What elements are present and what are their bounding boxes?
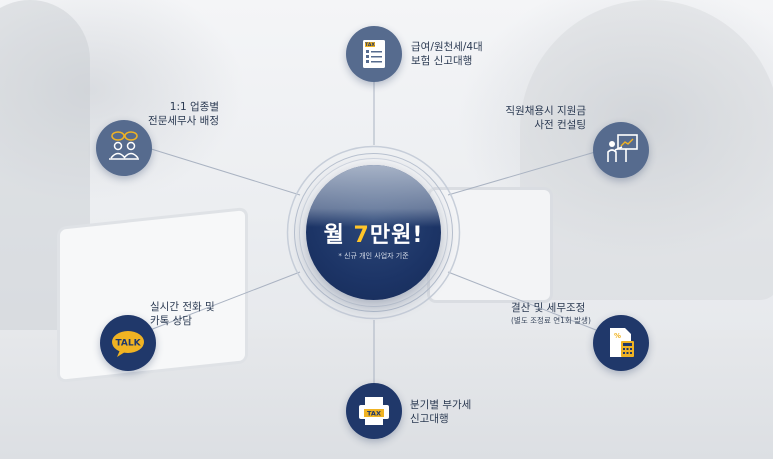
price-badge: 월 7만원! * 신규 개인 사업자 기준 xyxy=(306,165,441,300)
service-subsidy-label: 직원채용시 지원금 사전 컨설팅 xyxy=(498,104,586,132)
talk-text: TALK xyxy=(115,339,141,349)
connector-line-top-right xyxy=(447,149,603,196)
price-number: 7 xyxy=(353,223,370,248)
price-note: * 신규 개인 사업자 기준 xyxy=(338,252,409,260)
service-settlement-line1: 결산 및 세무조정 xyxy=(511,302,586,314)
service-settlement-icon-circle: % xyxy=(593,315,649,371)
calculator-document-icon: % xyxy=(610,328,634,357)
service-settlement-note: (별도 조정료 연1회 발생) xyxy=(511,316,591,325)
service-subsidy-line2: 사전 컨설팅 xyxy=(534,119,586,131)
price-badge-overlay xyxy=(306,165,441,228)
price-prefix: 월 xyxy=(323,223,354,248)
service-dedicated-label: 1:1 업종별 전문세무사 배정 xyxy=(143,100,219,128)
service-vat-label: 분기별 부가세 신고대행 xyxy=(410,398,471,426)
tax-document-icon: TAX xyxy=(363,40,385,68)
connector-line-bottom-right xyxy=(447,271,597,331)
service-payroll-line1: 급여/원천세/4대 xyxy=(411,41,483,53)
talk-bubble-icon: TALK xyxy=(112,331,144,357)
service-payroll-icon-circle: TAX xyxy=(346,26,402,82)
price-headline: 월 7만원! xyxy=(306,217,441,249)
service-consult-line2: 카톡 상담 xyxy=(150,315,192,327)
tax-label: TAX xyxy=(365,42,375,48)
tax-label: TAX xyxy=(367,410,381,418)
presenter-board-icon xyxy=(607,134,638,162)
service-consult-label: 실시간 전화 및 카톡 상담 xyxy=(150,300,215,328)
service-vat-icon-circle: TAX xyxy=(346,383,402,439)
svg-text:%: % xyxy=(614,332,621,340)
service-vat-line2: 신고대행 xyxy=(410,413,449,425)
service-vat-line1: 분기별 부가세 xyxy=(410,399,472,411)
service-consult-icon-circle: TALK xyxy=(100,315,156,371)
connector-line-bottom-left xyxy=(149,271,301,331)
consultation-people-icon xyxy=(109,131,139,160)
service-dedicated-line1: 1:1 업종별 xyxy=(169,101,219,113)
background-monitor-right xyxy=(430,190,550,300)
service-dedicated-icon-circle xyxy=(96,120,152,176)
connector-line-top-left xyxy=(147,147,301,196)
service-dedicated-line2: 전문세무사 배정 xyxy=(148,115,219,127)
service-payroll-label: 급여/원천세/4대 보험 신고대행 xyxy=(411,40,483,68)
service-payroll-line2: 보험 신고대행 xyxy=(411,55,473,67)
tax-printer-icon: TAX xyxy=(359,397,389,425)
service-subsidy-line1: 직원채용시 지원금 xyxy=(505,105,586,117)
service-settlement-label: 결산 및 세무조정 (별도 조정료 연1회 발생) xyxy=(511,301,599,326)
price-suffix: 만원! xyxy=(369,223,424,248)
service-subsidy-icon-circle xyxy=(593,122,649,178)
service-consult-line1: 실시간 전화 및 xyxy=(150,301,215,313)
